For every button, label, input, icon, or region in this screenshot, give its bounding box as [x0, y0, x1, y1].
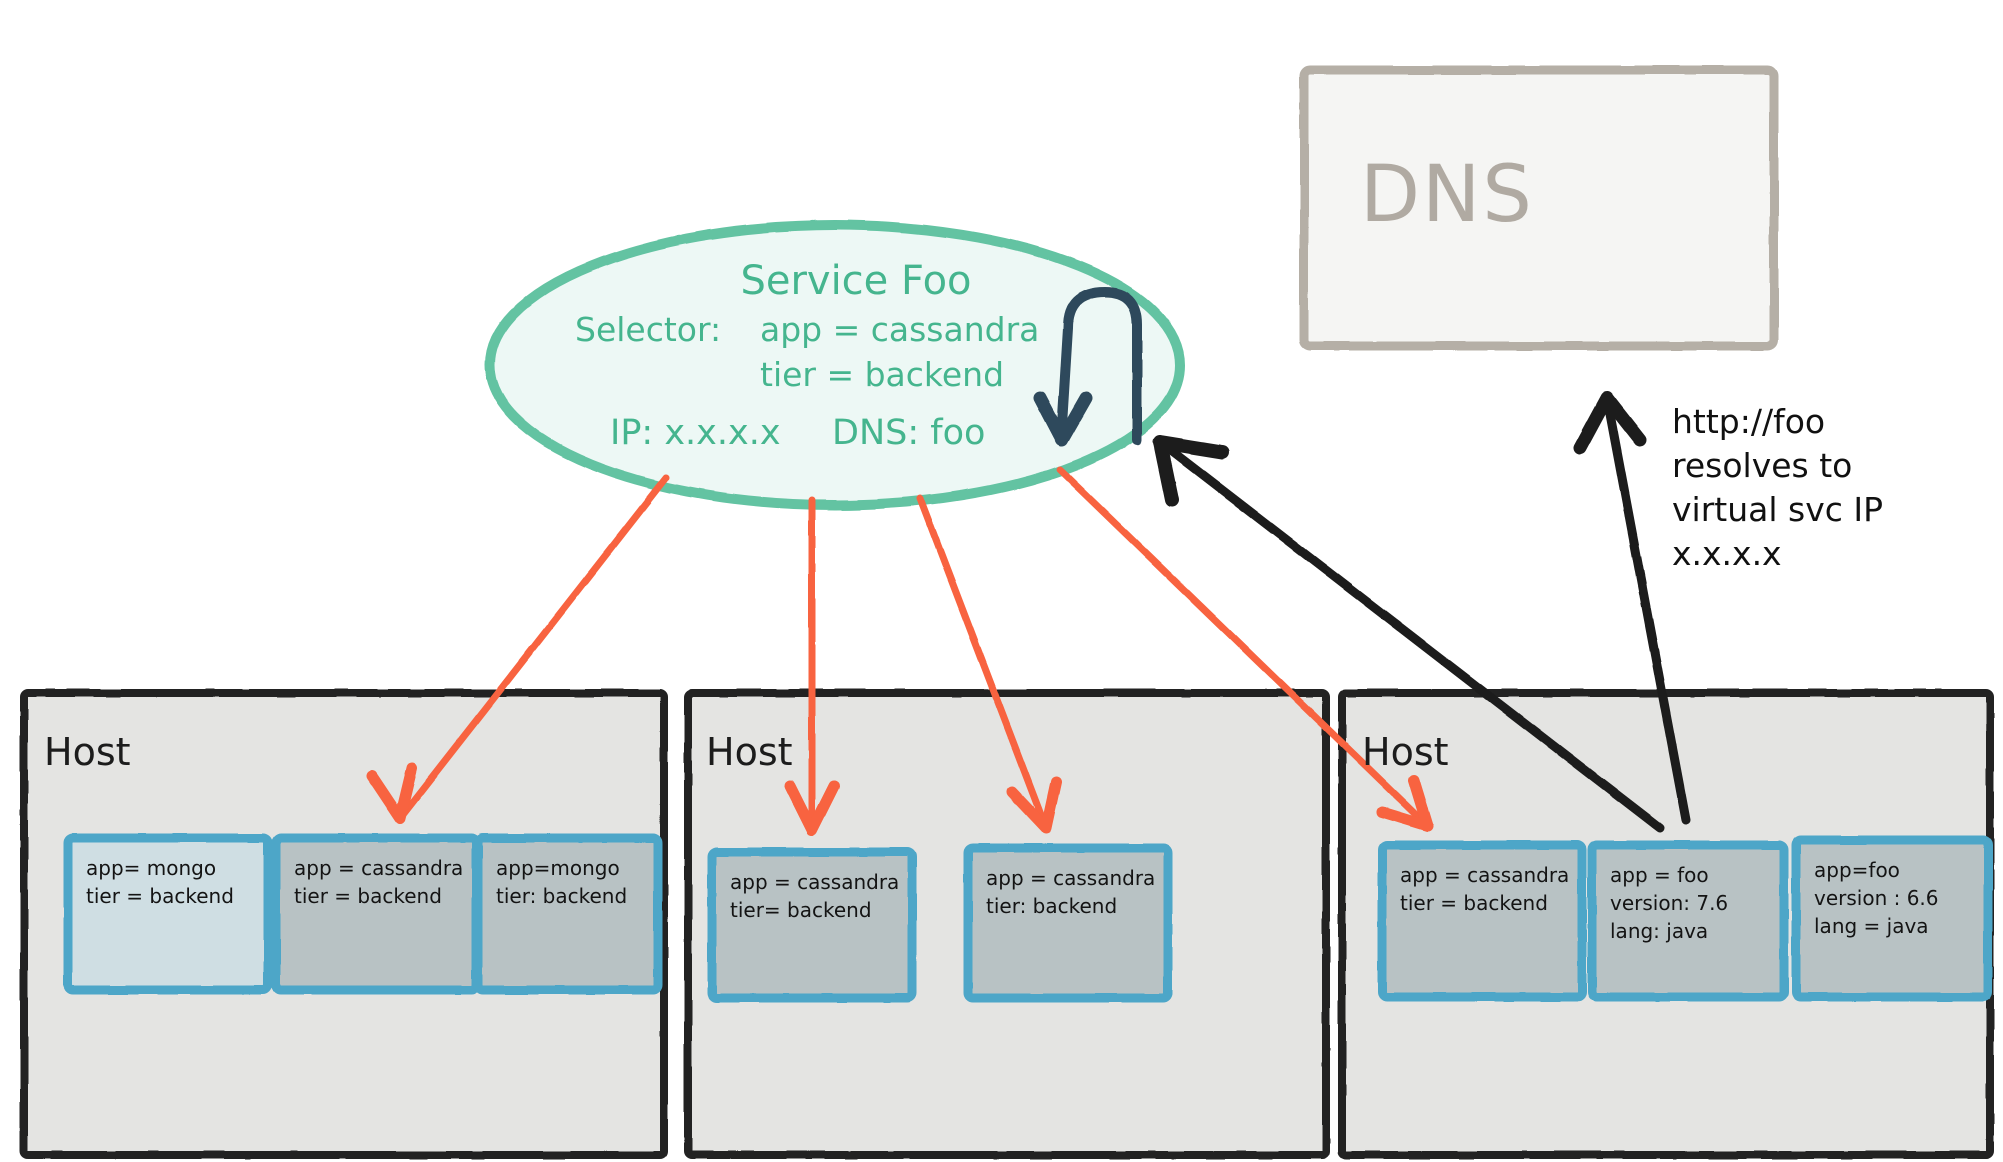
pods-host-0 — [63, 833, 663, 995]
pod-box[interactable] — [478, 838, 658, 990]
service-ip: IP: x.x.x.x — [610, 413, 781, 453]
host-label: Host — [1362, 730, 1449, 774]
host-label: Host — [706, 730, 793, 774]
pod-box[interactable] — [1796, 840, 1988, 997]
pod-box[interactable] — [1592, 845, 1784, 997]
annotation-line-4: x.x.x.x — [1672, 534, 1782, 573]
pods-host-2 — [1377, 835, 1993, 1002]
dns-panel — [1299, 65, 1779, 351]
pod-box[interactable] — [968, 848, 1168, 998]
service-ellipse — [485, 220, 1185, 510]
pod-box[interactable] — [1382, 845, 1582, 997]
pods-host-1 — [707, 843, 1173, 1003]
pod-box[interactable] — [712, 852, 912, 998]
dns-resolution-annotation: http://foo resolves to virtual svc IP x.… — [1672, 400, 2002, 576]
host-label: Host — [44, 730, 131, 774]
service-selector-tier: tier = backend — [760, 355, 1005, 394]
loopback-arrow — [1033, 286, 1142, 447]
service-title: Service Foo — [740, 258, 972, 304]
pod-box[interactable] — [68, 838, 268, 990]
service-selector-label: Selector: — [575, 310, 722, 349]
service-to-pod-arrows — [366, 466, 1434, 836]
dns-resolution-arrow — [1573, 391, 1691, 825]
service-dns: DNS: foo — [832, 413, 986, 453]
annotation-line-3: virtual svc IP — [1672, 490, 1883, 529]
annotation-line-1: http://foo — [1672, 402, 1826, 441]
pod-to-service-arrow — [1153, 435, 1665, 833]
pod-box[interactable] — [276, 838, 476, 990]
annotation-line-2: resolves to — [1672, 446, 1853, 485]
dns-panel-label: DNS — [1360, 150, 1534, 240]
service-selector-app: app = cassandra — [760, 310, 1040, 349]
